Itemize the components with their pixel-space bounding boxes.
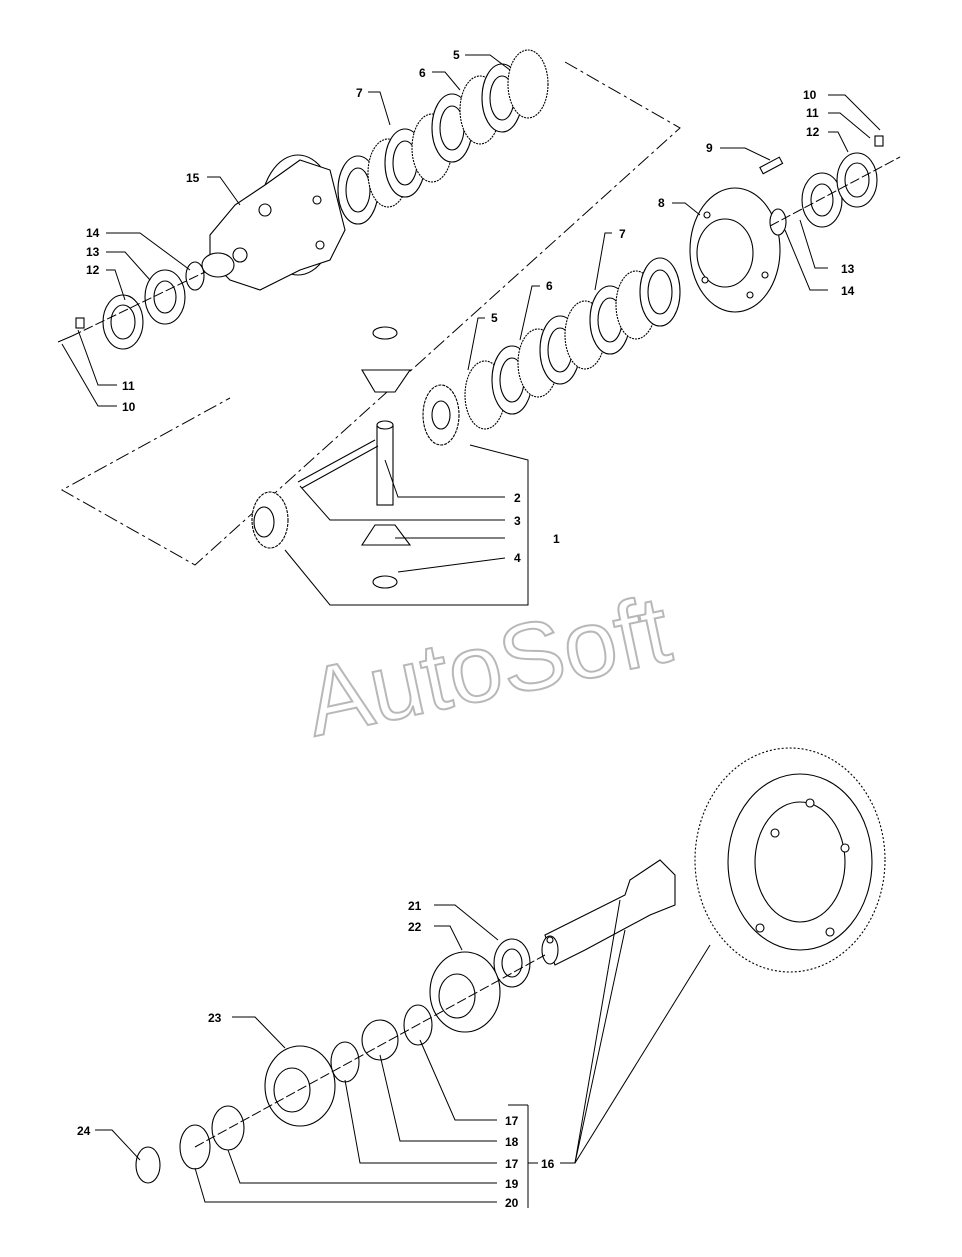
label-12-left: 12	[86, 263, 100, 277]
label-24: 24	[77, 1124, 91, 1138]
differential-case	[201, 154, 346, 291]
label-11-left: 11	[122, 379, 135, 393]
label-16: 16	[541, 1157, 555, 1171]
label-10-left: 10	[122, 400, 136, 414]
ring-gear	[694, 747, 886, 973]
clutch-plates-middle	[464, 257, 681, 430]
assembly-boundary	[60, 61, 681, 566]
label-19: 19	[505, 1177, 519, 1191]
label-6-top: 6	[419, 66, 426, 80]
left-bearing-set	[57, 261, 206, 350]
clutch-plates-upper	[337, 49, 549, 225]
label-11-right: 11	[806, 106, 819, 120]
label-13-right: 13	[841, 262, 855, 276]
right-bearing-set	[759, 135, 901, 236]
label-21: 21	[408, 899, 422, 913]
watermark: AutoSoft	[296, 576, 678, 757]
label-5-mid: 5	[491, 311, 498, 325]
label-9: 9	[706, 141, 713, 155]
label-14-left: 14	[86, 226, 100, 240]
label-17-top: 17	[505, 1114, 519, 1128]
label-20: 20	[505, 1196, 519, 1210]
label-22: 22	[408, 920, 422, 934]
label-23: 23	[208, 1011, 222, 1025]
label-2: 2	[514, 491, 521, 505]
label-12-right: 12	[806, 125, 820, 139]
label-5-top: 5	[453, 48, 460, 62]
label-1: 1	[553, 532, 560, 546]
flange-half-case	[689, 187, 781, 313]
callout-labels: 5 6 7 15 14 13 12 11 10 10 11 12 9 8 13 …	[77, 48, 855, 1210]
label-8: 8	[658, 196, 665, 210]
label-17-bottom: 17	[505, 1157, 519, 1171]
gear-set	[251, 326, 460, 589]
label-15: 15	[186, 171, 200, 185]
label-13-left: 13	[86, 245, 100, 259]
label-7-top: 7	[356, 86, 363, 100]
label-10-right: 10	[803, 88, 817, 102]
label-6-mid: 6	[546, 279, 553, 293]
pinion-bearings	[135, 938, 546, 1184]
pinion-shaft	[541, 859, 676, 966]
label-7-mid: 7	[619, 227, 626, 241]
label-3: 3	[514, 514, 521, 528]
label-18: 18	[505, 1135, 519, 1149]
label-4: 4	[514, 551, 521, 565]
leader-lines	[61, 54, 881, 1208]
label-14-right: 14	[841, 284, 855, 298]
